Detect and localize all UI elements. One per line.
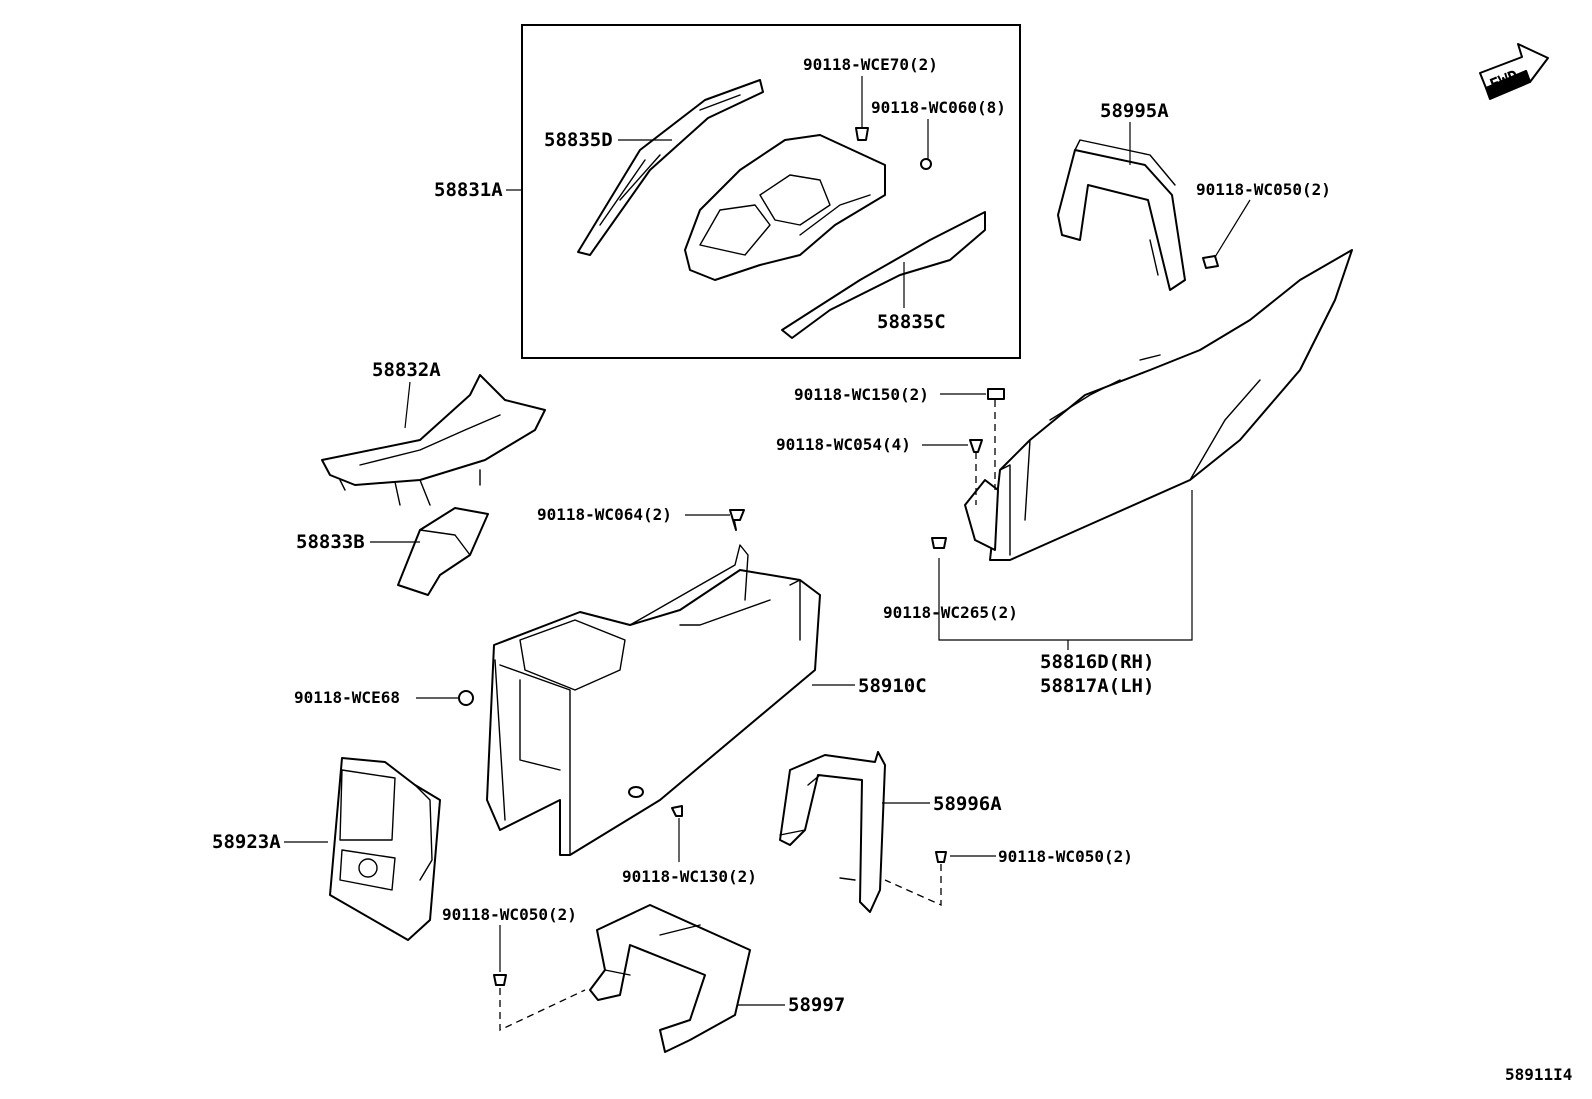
- label-58817A: 58817A(LH): [1040, 675, 1154, 697]
- label-58835C: 58835C: [877, 311, 946, 333]
- label-58833B: 58833B: [296, 531, 365, 553]
- part-58832a-drawing: [321, 374, 546, 506]
- part-58833b-drawing: [397, 507, 489, 596]
- part-58923a-drawing: [329, 757, 441, 941]
- group-box-58831a: [521, 24, 1021, 359]
- label-WCE70: 90118-WCE70(2): [803, 55, 938, 74]
- label-WC050-a: 90118-WC050(2): [1196, 180, 1331, 199]
- part-58996a-drawing: [779, 751, 886, 913]
- label-WC050-c: 90118-WC050(2): [442, 905, 577, 924]
- label-58831A: 58831A: [434, 179, 503, 201]
- label-58995A: 58995A: [1100, 100, 1169, 122]
- label-WC050-b: 90118-WC050(2): [998, 847, 1133, 866]
- label-WC060: 90118-WC060(8): [871, 98, 1006, 117]
- reference-code: 58911I4: [1505, 1065, 1572, 1084]
- label-WC054: 90118-WC054(4): [776, 435, 911, 454]
- label-58923A: 58923A: [212, 831, 281, 853]
- label-58910C: 58910C: [858, 675, 927, 697]
- label-58835D: 58835D: [544, 129, 613, 151]
- label-58816D: 58816D(RH): [1040, 651, 1154, 673]
- label-58832A: 58832A: [372, 359, 441, 381]
- label-WC265: 90118-WC265(2): [883, 603, 1018, 622]
- label-WC064: 90118-WC064(2): [537, 505, 672, 524]
- label-WCE68: 90118-WCE68: [294, 688, 400, 707]
- label-WC130: 90118-WC130(2): [622, 867, 757, 886]
- part-58835d-drawing: [577, 79, 764, 256]
- label-WC150: 90118-WC150(2): [794, 385, 929, 404]
- part-58995a-drawing: [1057, 139, 1186, 291]
- label-58996A: 58996A: [933, 793, 1002, 815]
- part-58910c-drawing: [486, 544, 821, 856]
- fwd-arrow-icon: FWD: [1479, 43, 1549, 100]
- label-58997: 58997: [788, 994, 845, 1016]
- part-58997-drawing: [589, 904, 751, 1053]
- part-side-panel-drawing: [964, 249, 1353, 561]
- part-bezel-drawing: [684, 134, 886, 281]
- part-58835c-drawing: [781, 211, 986, 339]
